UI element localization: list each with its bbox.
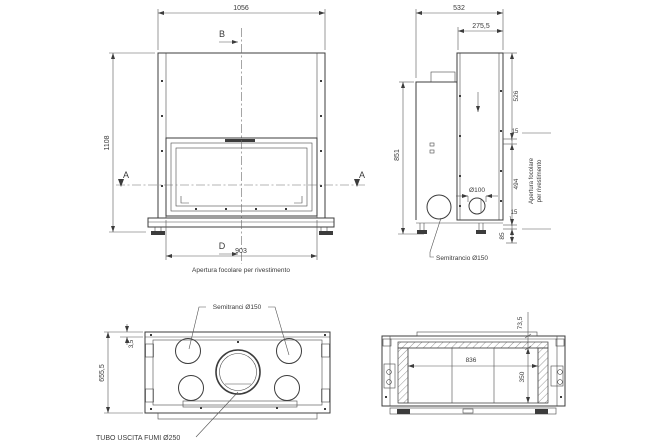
section-top-offset-dim: 73,5	[517, 316, 524, 329]
plan-plate-dim: 3,5	[129, 339, 135, 348]
front-opening-dim: 903	[235, 248, 247, 255]
side-body-outline	[456, 52, 504, 221]
front-opening-label: Apertura focolare per rivestimento	[192, 267, 290, 274]
plan-view: 655,5 3,5 Semitranci Ø150	[96, 304, 331, 442]
side-gap-upper-dim: 15	[512, 129, 519, 135]
side-knockout-circle-150	[426, 194, 452, 220]
plan-flue-inner	[219, 353, 257, 391]
side-knockout-label: Semitrancio Ø150	[436, 255, 488, 262]
side-depth-dim: 532	[453, 5, 465, 12]
plan-knockout-top-right	[276, 338, 302, 364]
section-a-left: A	[123, 170, 129, 180]
front-door-vent	[225, 139, 255, 142]
plan-knockout-bottom-left	[178, 375, 204, 401]
side-foot-front	[476, 230, 486, 234]
side-gap-lower-dim: 15	[511, 210, 518, 216]
hinge-knuckle-right-upper	[557, 369, 563, 375]
side-base-dim: 85	[499, 232, 506, 240]
hinge-knuckle-right-lower	[557, 379, 563, 385]
front-height-dim: 1108	[104, 135, 111, 150]
side-height-dim: 851	[394, 149, 401, 161]
side-hole-dim: Ø100	[469, 187, 485, 194]
plan-front-lip	[157, 412, 318, 420]
side-opening-label-line2: per rivestimento	[537, 159, 543, 202]
plan-rear-slot	[182, 400, 298, 408]
knockouts-leader-right	[268, 306, 290, 356]
side-hole-circle-100	[468, 197, 486, 215]
section-right-wall	[537, 347, 549, 404]
section-left-wall	[397, 347, 409, 404]
section-view: 836 350 73,5	[381, 312, 566, 415]
knockouts-leader-left	[188, 306, 206, 350]
side-rear-section	[415, 81, 457, 220]
section-inner-width-dim: 836	[466, 357, 477, 364]
plan-knockouts-label: Semitranci Ø150	[213, 304, 262, 311]
plan-flue-label: TUBO USCITA FUMI Ø250	[96, 435, 180, 442]
section-a-right-arrow	[354, 179, 360, 187]
section-a-left-arrow	[118, 179, 124, 187]
front-foot-left	[151, 231, 165, 235]
front-view: 1056 1108	[104, 5, 366, 274]
section-a-right: A	[359, 170, 365, 180]
plan-depth-dim: 655,5	[99, 364, 106, 382]
section-top-lip	[416, 331, 538, 337]
flue-leader	[195, 391, 239, 438]
section-inner-height-dim: 350	[519, 371, 526, 382]
front-width-dim: 1056	[233, 5, 249, 12]
plan-flue-outer	[215, 349, 261, 395]
knockout-leader	[429, 217, 442, 258]
section-b: B	[219, 29, 225, 39]
plan-knockout-bottom-right	[274, 375, 300, 401]
hinge-knuckle-left-lower	[386, 379, 392, 385]
section-foot-right	[535, 409, 548, 414]
side-view: 532 275,5 Ø100 Semitrancio Ø150	[394, 5, 551, 262]
side-opening-height-dim: 494	[513, 178, 520, 189]
front-base	[147, 217, 335, 228]
plan-knockout-top-left	[175, 338, 201, 364]
front-foot-right	[319, 231, 333, 235]
section-foot-left	[397, 409, 410, 414]
section-top-wall	[397, 341, 549, 349]
section-d: D	[219, 241, 226, 251]
section-bottom-rail	[389, 407, 557, 415]
side-foot-rear	[417, 230, 427, 234]
hinge-knuckle-left-upper	[386, 369, 392, 375]
side-opening-label-line1: Apertura focolare	[529, 157, 535, 204]
side-upper-dim: 526	[513, 90, 520, 101]
side-top-connector	[430, 71, 456, 83]
side-depth-upper-dim: 275,5	[472, 23, 490, 30]
